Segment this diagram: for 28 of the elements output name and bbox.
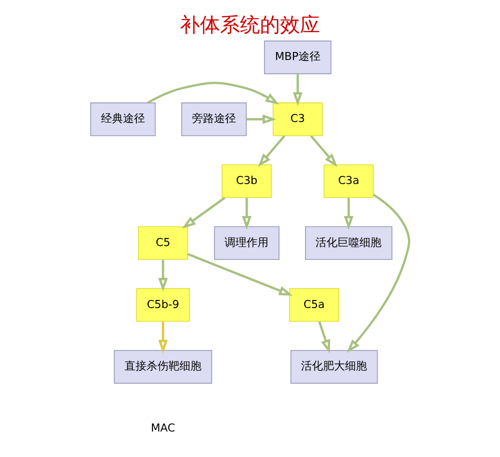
arrow	[318, 321, 330, 354]
node-box: C5b-9	[136, 288, 190, 322]
arrow	[346, 194, 410, 353]
arrow	[158, 260, 168, 292]
node-box: MBP途径	[264, 40, 332, 74]
node-box: C3	[272, 102, 323, 136]
arrow	[242, 198, 252, 230]
arrow	[147, 82, 280, 105]
arrow	[246, 114, 276, 124]
arrow	[258, 135, 286, 167]
diagram-title: 补体系统的效应	[180, 12, 320, 37]
node-box: 活化肥大细胞	[290, 350, 378, 384]
node-box: C5a	[289, 288, 340, 322]
node-box: 旁路途径	[181, 102, 247, 136]
arrow	[182, 196, 226, 228]
node-box: C3a	[324, 164, 374, 198]
node-box: 直接杀伤靶细胞	[114, 350, 212, 384]
node-box: 经典途径	[90, 102, 156, 136]
arrow	[187, 252, 293, 296]
node-box: 活化巨噬细胞	[305, 226, 392, 260]
arrow	[310, 135, 338, 167]
node-box: 调理作用	[214, 226, 280, 260]
arrow	[292, 74, 302, 106]
arrow	[158, 322, 168, 354]
label: MAC	[150, 422, 176, 435]
node-box: C3b	[222, 164, 272, 198]
node-box: C5	[138, 226, 188, 260]
arrow	[344, 198, 354, 230]
